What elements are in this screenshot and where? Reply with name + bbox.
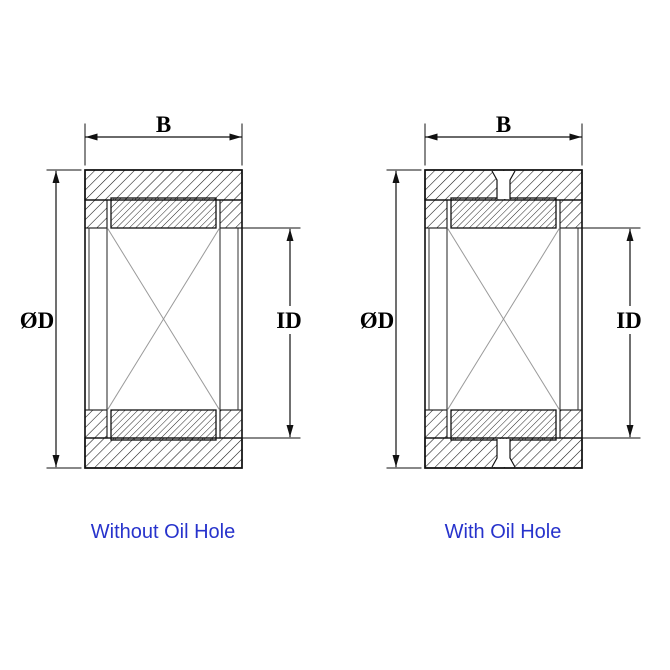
labels-without-oil-hole: B ØD ID	[20, 112, 302, 333]
dim-label-b-left: B	[156, 112, 171, 137]
bearing-body-without-oil-hole	[47, 124, 309, 468]
caption-without-oil-hole: Without Oil Hole	[91, 521, 236, 543]
dim-label-inner-diameter-left: ID	[276, 308, 302, 333]
oil-hole-top	[492, 171, 515, 199]
dim-label-outer-diameter-right: ØD	[360, 308, 395, 333]
oil-hole-bottom	[492, 439, 515, 467]
oil-hole-marks	[491, 170, 516, 468]
bearing-body-with-oil-hole	[387, 124, 649, 468]
dim-label-inner-diameter-right: ID	[616, 308, 642, 333]
dim-label-b-right: B	[496, 112, 511, 137]
caption-with-oil-hole: With Oil Hole	[445, 521, 562, 543]
labels-with-oil-hole: B ØD ID	[360, 112, 642, 333]
dim-label-outer-diameter-left: ØD	[20, 308, 55, 333]
